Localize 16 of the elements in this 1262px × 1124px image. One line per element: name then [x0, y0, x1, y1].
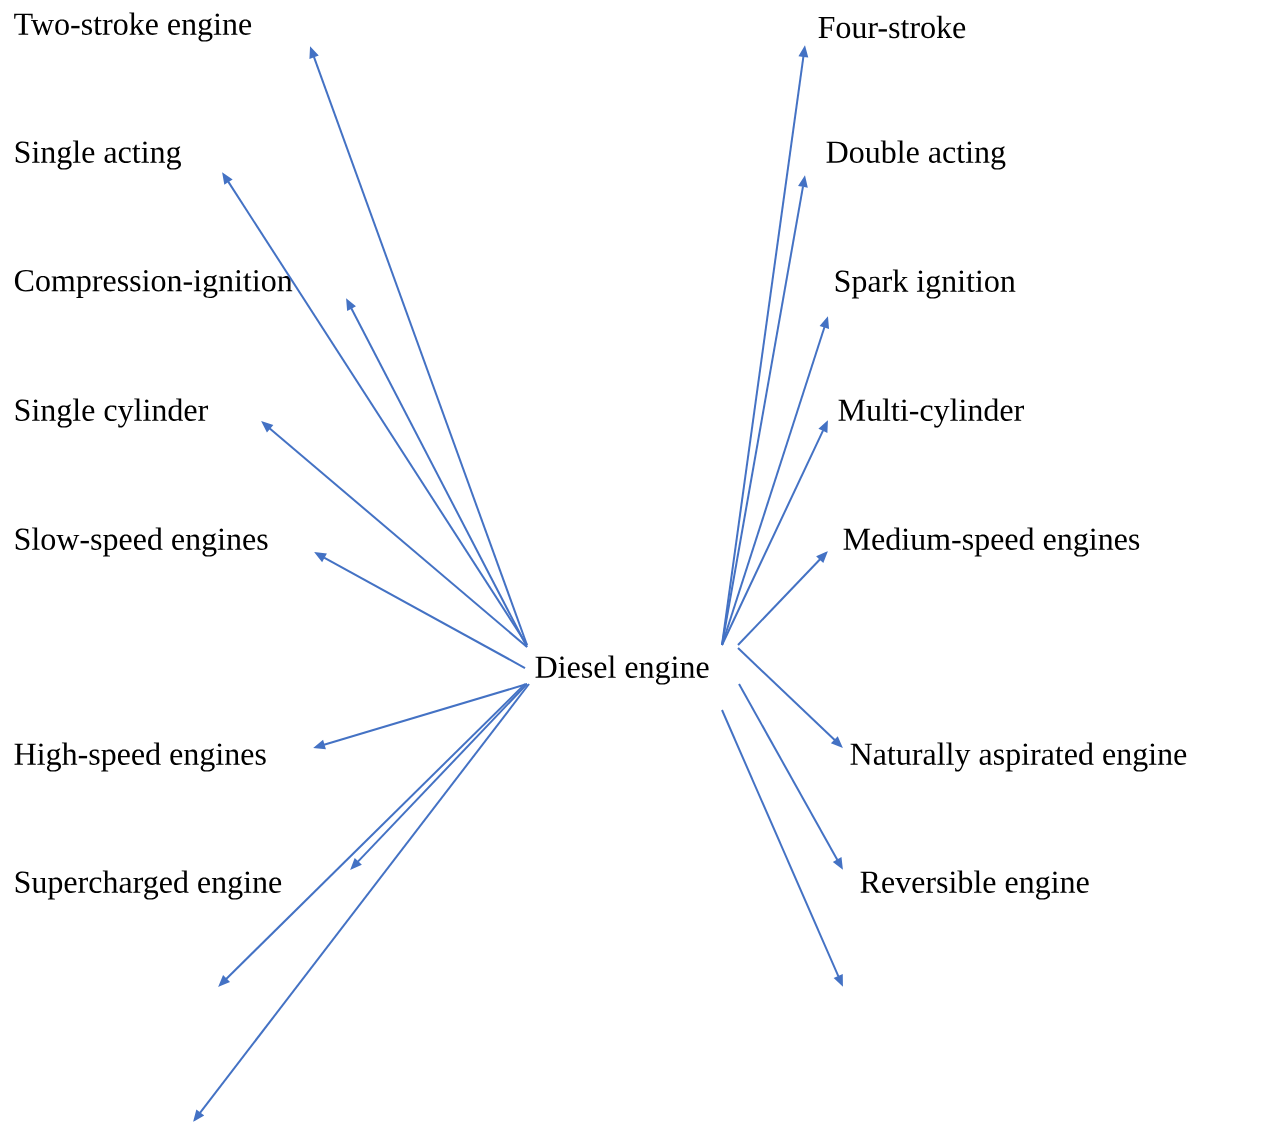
node-label: Reversible engine [860, 870, 1089, 900]
node-label: Spark ignition [835, 269, 1016, 299]
node-label: Single acting [15, 140, 181, 170]
arrow [218, 683, 526, 987]
node-label: High-speed engines [14, 742, 266, 772]
node-label: Two-stroke engine [14, 12, 252, 42]
node-label: Four-stroke [818, 15, 966, 39]
node-label: Diesel engine [535, 655, 709, 685]
node-label: Compression-ignition [14, 269, 293, 299]
node-label: Naturally aspirated engine [850, 742, 1187, 772]
node-label: Single cylinder [15, 398, 208, 428]
node-label: Multi-cylinder [838, 398, 1024, 428]
node-label: Medium-speed engines [843, 527, 1140, 557]
node-label: Supercharged engine [15, 870, 282, 900]
node-label: Slow-speed engines [15, 527, 268, 557]
node-label: Double acting [826, 140, 1006, 170]
